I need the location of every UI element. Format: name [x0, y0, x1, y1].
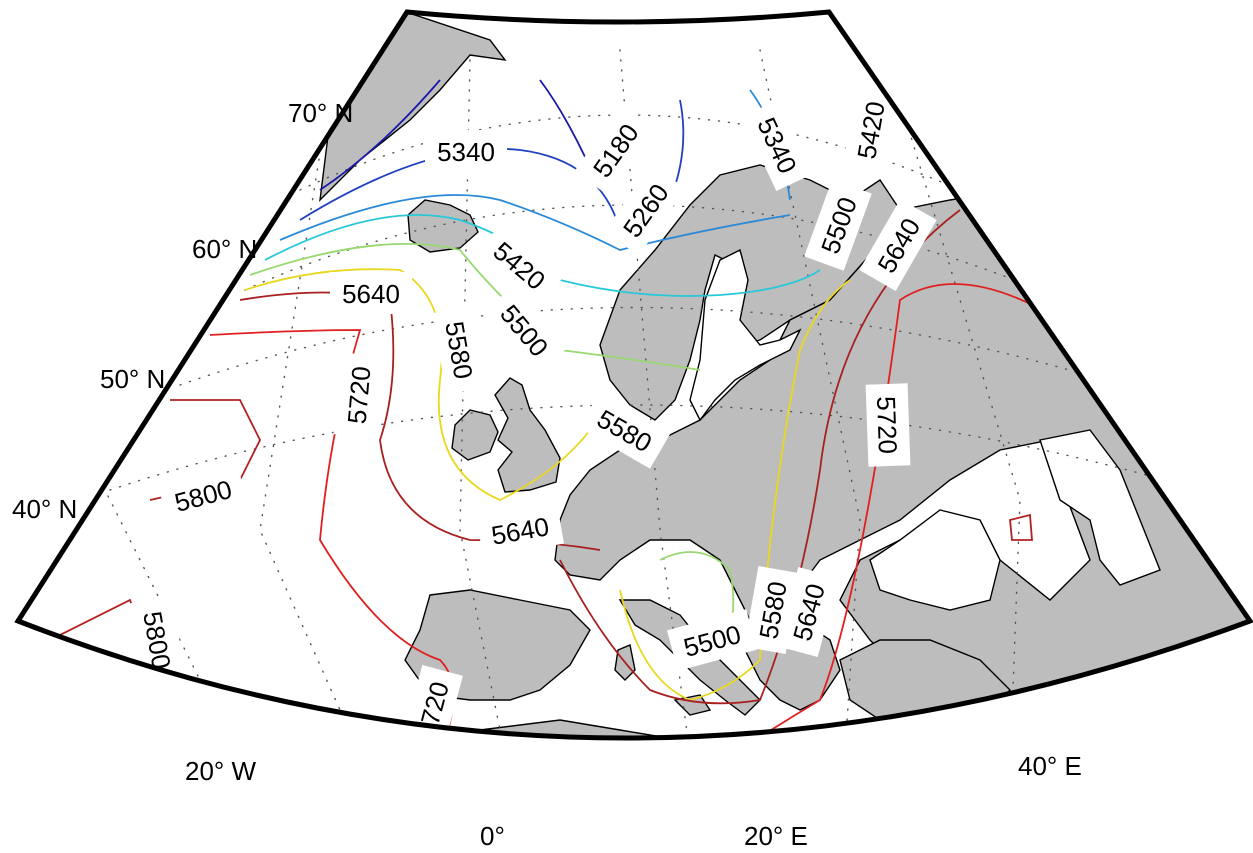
- north-africa: [359, 719, 1001, 738]
- contour-label: 5500: [666, 609, 758, 671]
- lat-label-60: 60° N: [192, 234, 257, 264]
- ireland: [451, 409, 499, 461]
- graticule-labels: 70° N 60° N 50° N 40° N 20° W 0° 20° E 4…: [12, 98, 1082, 851]
- svg-text:5720: 5720: [871, 396, 903, 455]
- black-sea: [869, 509, 1001, 611]
- great-britain: [494, 377, 561, 493]
- caspian-outline: [1039, 429, 1161, 586]
- baltic-sea: [689, 248, 802, 422]
- iberia: [404, 589, 591, 701]
- contour-5800: [49, 399, 1033, 738]
- contour-label: 5640: [330, 272, 412, 314]
- contour-label: 5640: [777, 566, 839, 658]
- svg-text:5720: 5720: [342, 365, 377, 425]
- lat-label-50: 50° N: [100, 364, 165, 394]
- contour-labels: 5340 5180 5260 5340 5420 5500 5640 5420 …: [130, 85, 946, 783]
- lon-label-20w: 20° W: [185, 756, 257, 786]
- lon-label-40e: 40° E: [1018, 751, 1082, 781]
- svg-text:5720: 5720: [668, 739, 732, 783]
- contour-label: 5720: [865, 383, 911, 467]
- lon-label-0: 0°: [480, 821, 505, 851]
- contour-label: 5640: [475, 502, 565, 558]
- svg-text:5800: 5800: [868, 719, 932, 763]
- lat-label-70: 70° N: [288, 98, 353, 128]
- map-frame: [14, 9, 1253, 741]
- contour-label: 5580: [432, 305, 488, 395]
- contour-label: 5720: [333, 352, 383, 438]
- lat-label-40: 40° N: [12, 494, 77, 524]
- contour-label: 5420: [842, 85, 898, 175]
- contour-label: 5800: [130, 595, 186, 685]
- contour-label: 5340: [425, 130, 507, 172]
- lon-label-20e: 20° E: [744, 821, 808, 851]
- svg-text:5640: 5640: [342, 279, 400, 309]
- contour-label: 5800: [157, 464, 249, 526]
- svg-text:5340: 5340: [437, 137, 495, 167]
